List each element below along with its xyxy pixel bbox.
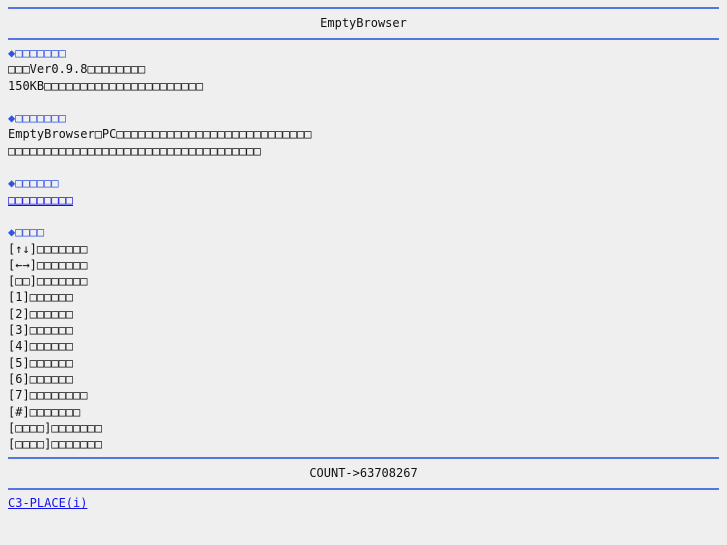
key-help-item: [1]□□□□□□ <box>8 290 74 305</box>
key-help-item: [□□□□]□□□□□□□ <box>8 437 102 452</box>
text-line: □□□Ver0.9.8□□□□□□□□ <box>8 62 146 77</box>
key-help-item: [6]□□□□□□ <box>8 371 74 386</box>
access-counter: COUNT->63708267 <box>309 466 418 481</box>
key-help-item: [4]□□□□□□ <box>8 339 74 354</box>
divider <box>8 488 719 491</box>
section-heading: ◆□□□□□□□ <box>8 46 66 60</box>
key-help-item: [3]□□□□□□ <box>8 323 74 338</box>
key-help-item: [#]□□□□□□□ <box>8 404 81 419</box>
divider <box>8 457 719 460</box>
text-line: EmptyBrowser□PC□□□□□□□□□□□□□□□□□□□□□□□□□… <box>8 127 312 142</box>
section-heading: ◆□□□□□□ <box>8 176 59 191</box>
section-heading: ◆□□□□□□□ <box>8 111 66 126</box>
key-help-item: [□□]□□□□□□□ <box>8 274 88 289</box>
footer-link[interactable]: C3-PLACE(i) <box>8 496 88 511</box>
key-help-item: [2]□□□□□□ <box>8 306 74 321</box>
divider <box>8 7 719 9</box>
section-heading: ◆□□□□ <box>8 225 45 240</box>
text-line: 150KB□□□□□□□□□□□□□□□□□□□□□□ <box>8 78 204 93</box>
key-help-item: [↑↓]□□□□□□□ <box>8 241 88 256</box>
key-help-item: [←→]□□□□□□□ <box>8 257 88 272</box>
section-link[interactable]: □□□□□□□□□ <box>8 192 74 207</box>
main-content: ◆□□□□□□□ □□□Ver0.9.8□□□□□□□□ 150KB□□□□□□… <box>8 40 719 452</box>
key-help-item: [□□□□]□□□□□□□ <box>8 420 102 435</box>
key-help-item: [5]□□□□□□ <box>8 355 74 370</box>
text-line: □□□□□□□□□□□□□□□□□□□□□□□□□□□□□□□□□□□ <box>8 143 261 158</box>
page-title: EmptyBrowser <box>320 16 407 30</box>
key-help-item: [7]□□□□□□□□ <box>8 388 88 403</box>
divider <box>8 38 719 40</box>
